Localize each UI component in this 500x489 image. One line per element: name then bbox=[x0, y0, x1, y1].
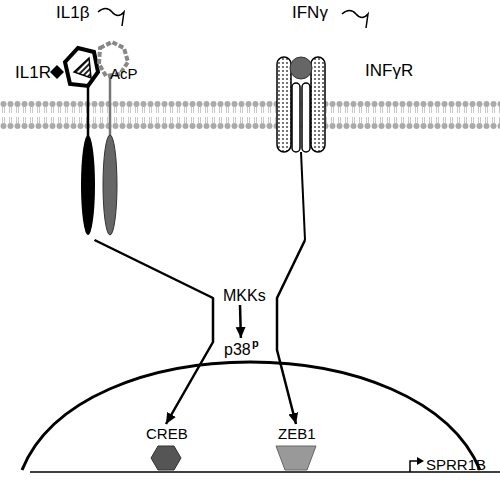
signal-arrow bbox=[277, 240, 305, 424]
gene-label: SPRR1B bbox=[424, 456, 498, 474]
transcription-arrowhead bbox=[417, 457, 424, 465]
transcription-start bbox=[410, 461, 418, 472]
text-label: INFγR bbox=[365, 62, 413, 79]
text-label: ZEB1 bbox=[278, 426, 316, 441]
text-label: p38 bbox=[224, 342, 251, 358]
text-label: SPRR1B bbox=[426, 457, 486, 472]
ligand-squiggle bbox=[342, 11, 368, 29]
text-label: MKKs bbox=[223, 288, 266, 304]
text-label: p bbox=[252, 338, 259, 349]
ligand-squiggle bbox=[98, 9, 124, 27]
kinase-label: p38p bbox=[222, 338, 264, 360]
signal-arrow bbox=[95, 240, 214, 424]
signal-arrow bbox=[239, 305, 242, 338]
kinase-label: MKKs bbox=[220, 287, 270, 305]
transcription-factor: ZEB1 bbox=[272, 424, 320, 472]
ifng-receptor: INFγR bbox=[265, 45, 405, 240]
nuclear-envelope bbox=[22, 362, 480, 470]
text-label: IFNγ bbox=[292, 4, 328, 21]
text-label: IL1β bbox=[56, 4, 89, 21]
transcription-factor: CREB bbox=[143, 424, 189, 472]
text-label: IL1R bbox=[15, 64, 51, 81]
il1-receptor: IL1R AcP bbox=[10, 40, 140, 240]
text-label: CREB bbox=[146, 426, 188, 441]
cell-membrane bbox=[0, 100, 500, 130]
text-label: AcP bbox=[110, 66, 138, 81]
